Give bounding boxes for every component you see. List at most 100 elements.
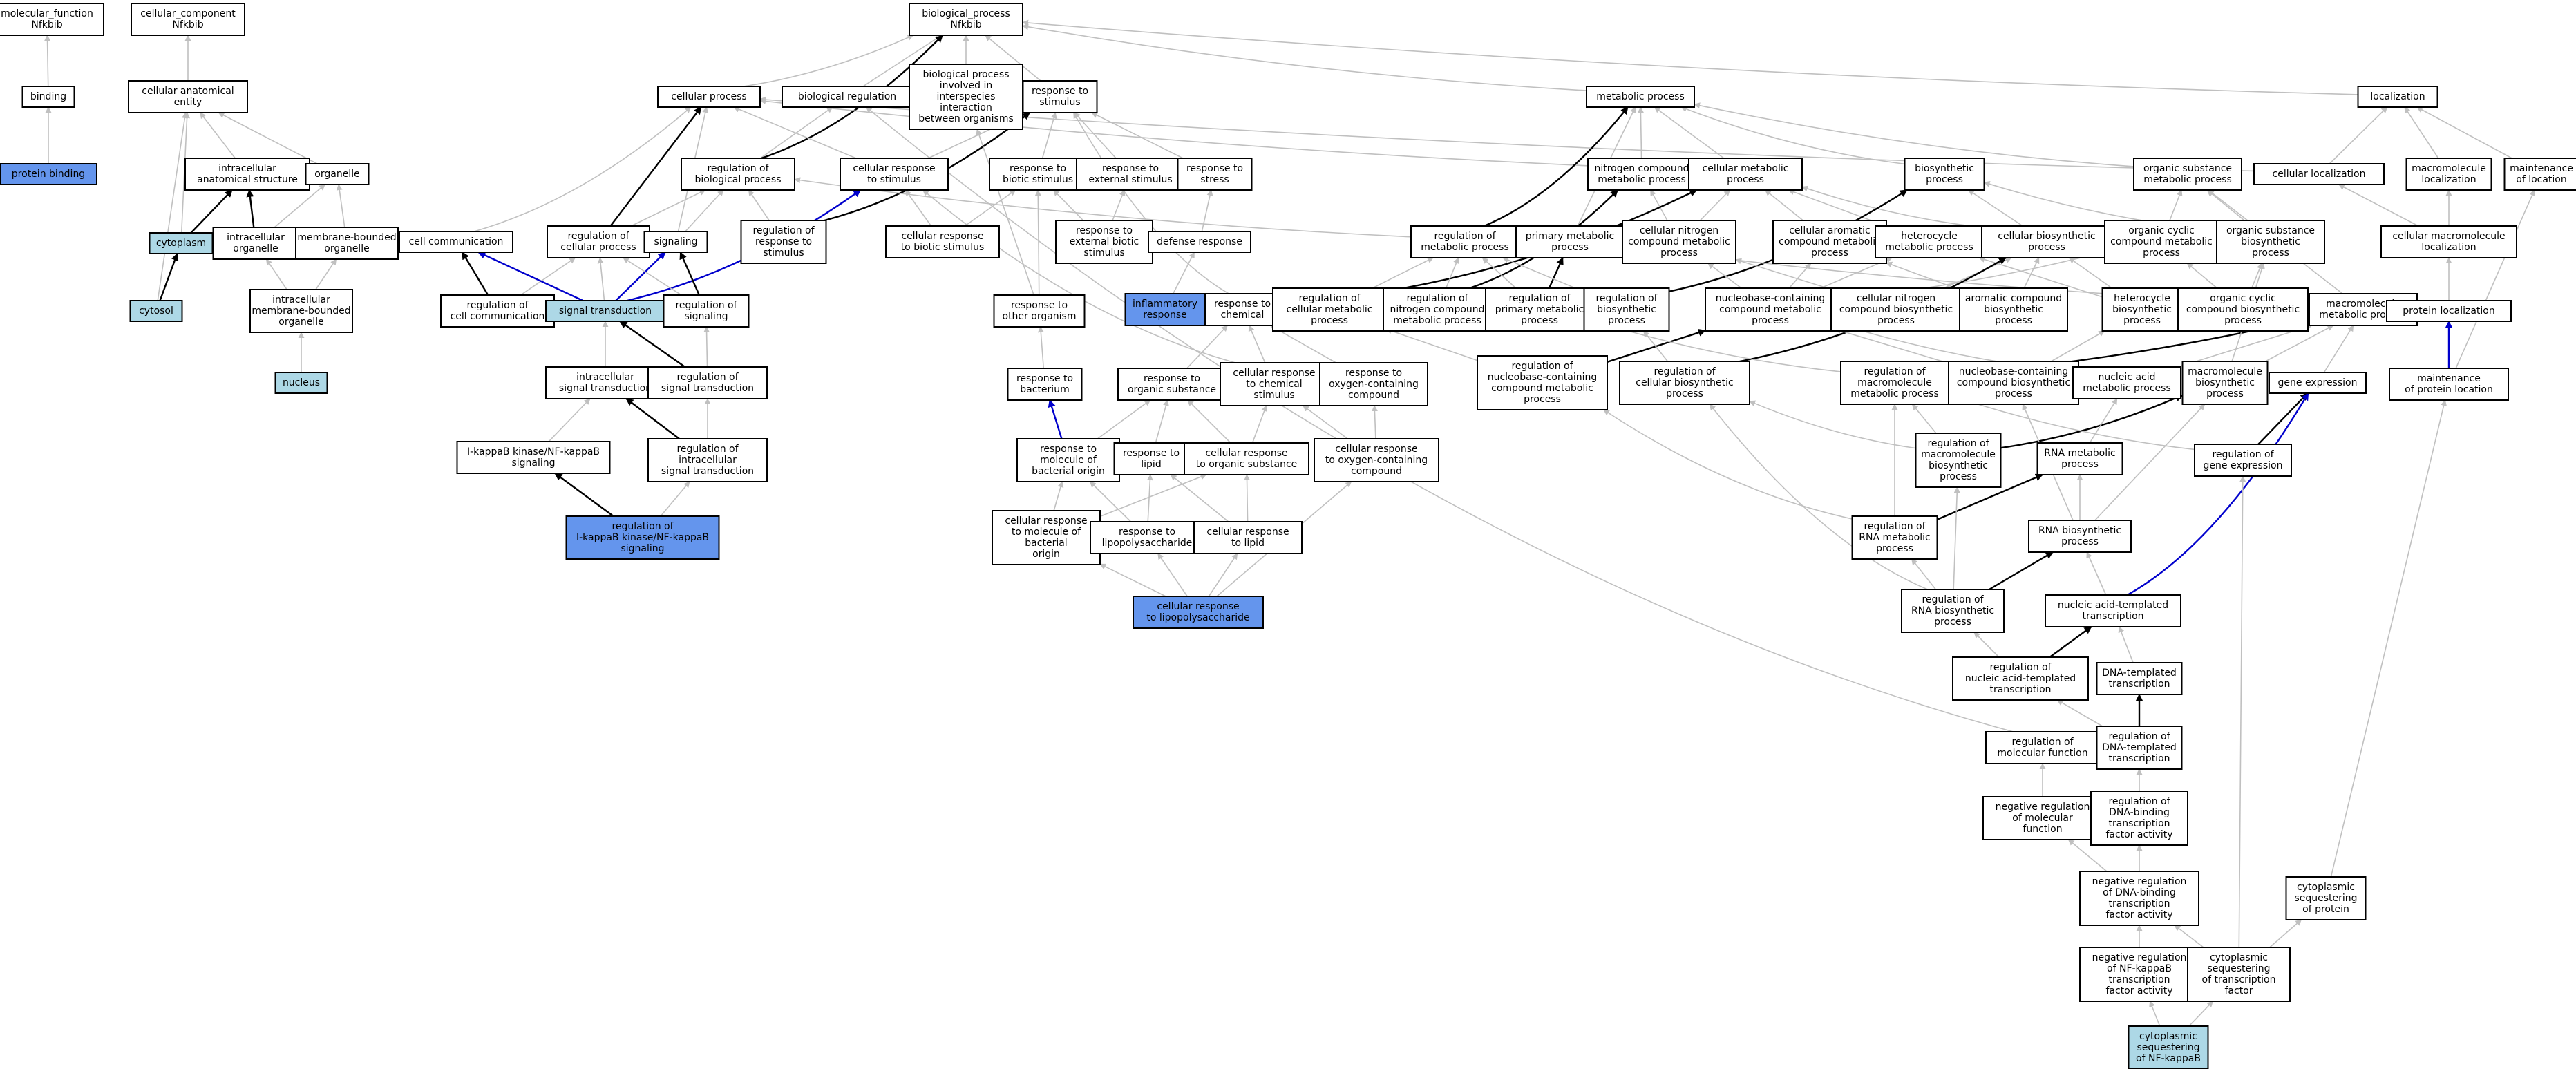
go-term-node-defense[interactable]: defense response [1148,231,1251,253]
go-term-node-sigtrans[interactable]: signal transduction [545,300,665,322]
go-term-node-cytoplasm[interactable]: cytoplasm [149,232,214,254]
go-term-node-binding[interactable]: binding [21,86,75,108]
go-term-node-regnbcmp[interactable]: regulation ofnucleobase-containingcompou… [1477,355,1608,410]
go-term-node-bioreg[interactable]: biological regulation [782,86,913,108]
go-term-node-protbind[interactable]: protein binding [0,163,97,185]
go-term-node-cloc[interactable]: cellular localization [2253,163,2385,185]
go-term-node-cellproc[interactable]: cellular process [657,86,761,108]
go-term-node-regikb[interactable]: regulation ofI-kappaB kinase/NF-kappaBsi… [565,515,720,560]
go-term-node-protloc[interactable]: protein localization [2386,300,2512,322]
go-term-node-signaling[interactable]: signaling [643,231,708,253]
go-term-node-geneexp[interactable]: gene expression [2269,372,2367,394]
go-term-node-organelle[interactable]: organelle [305,163,370,185]
go-term-node-regdbtfa[interactable]: regulation ofDNA-bindingtranscriptionfac… [2090,791,2188,846]
go-term-node-cytosol[interactable]: cytosol [129,300,183,322]
go-term-node-regmbp[interactable]: regulation ofmacromoleculebiosyntheticpr… [1915,433,2002,488]
go-term-node-metab[interactable]: metabolic process [1586,86,1695,108]
go-term-node-local[interactable]: localization [2357,86,2438,108]
go-term-node-nucleus[interactable]: nucleus [274,372,328,394]
